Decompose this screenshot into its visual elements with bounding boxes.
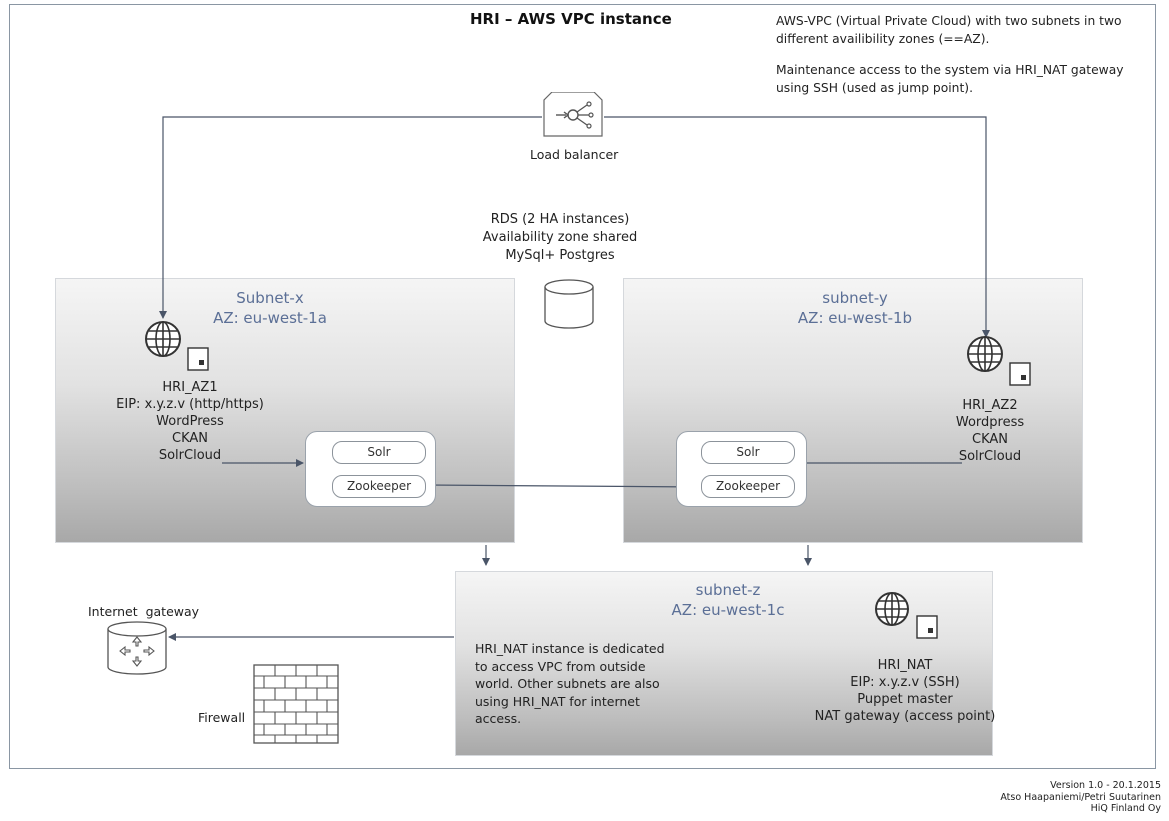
lb-to-subnet-x-connector	[159, 116, 542, 319]
subnet-z-label: subnet-z AZ: eu-west-1c	[648, 580, 808, 620]
hri-az2-name: HRI_AZ2	[962, 398, 1018, 413]
subnet-z-az: AZ: eu-west-1c	[671, 601, 785, 619]
hri-az1-solrcloud: SolrCloud	[158, 448, 222, 463]
hri-az1-ckan: CKAN	[172, 431, 208, 446]
description-note: AWS-VPC (Virtual Private Cloud) with two…	[776, 13, 1156, 111]
firewall-label: Firewall	[198, 710, 246, 725]
load-balancer-icon	[543, 92, 603, 137]
subnet-x-web-server-icon	[145, 321, 209, 371]
subnet-x-az: AZ: eu-west-1a	[213, 309, 327, 327]
hri-nat-puppet: Puppet master	[857, 692, 953, 707]
rds-line-2: Availability zone shared	[482, 230, 638, 245]
version-line: Version 1.0 - 20.1.2015	[1050, 780, 1161, 791]
zookeeper-link-connector	[425, 481, 701, 491]
subnet-x-name: Subnet-x	[236, 289, 304, 307]
load-balancer-label: Load balancer	[530, 147, 619, 162]
rds-line-1: RDS (2 HA instances)	[490, 212, 630, 227]
subnet-y-name: subnet-y	[822, 289, 888, 307]
rds-line-3: MySql+ Postgres	[505, 248, 615, 263]
subnet-x-area	[55, 278, 515, 543]
hri-nat-name: HRI_NAT	[877, 658, 933, 673]
company-line: HiQ Finland Oy	[1090, 803, 1161, 814]
rds-label: RDS (2 HA instances) Availability zone s…	[470, 211, 650, 265]
subnet-z-web-server-icon	[875, 592, 938, 639]
description-line-1: AWS-VPC (Virtual Private Cloud) with two…	[776, 14, 1122, 46]
version-info: Version 1.0 - 20.1.2015 Atso Haapaniemi/…	[1000, 780, 1161, 815]
hri-az1-eip: EIP: x.y.z.v (http/https)	[116, 397, 264, 412]
internet-gateway-icon	[107, 621, 167, 675]
subnet-y-zookeeper-node: Zookeeper	[701, 475, 795, 498]
authors-line: Atso Haapaniemi/Petri Suutarinen	[1000, 791, 1161, 803]
hri-az1-name: HRI_AZ1	[162, 380, 218, 395]
database-icon	[544, 279, 594, 329]
internet-gateway-label: Internet gateway	[88, 604, 200, 619]
subnet-y-instance: HRI_AZ2 Wordpress CKAN SolrCloud	[920, 397, 1060, 465]
subnet-x-instance: HRI_AZ1 EIP: x.y.z.v (http/https) WordPr…	[70, 379, 310, 464]
hri-az1-wordpress: WordPress	[156, 414, 224, 429]
subnet-y-web-server-icon	[967, 336, 1031, 386]
hri-nat-gateway: NAT gateway (access point)	[814, 709, 996, 724]
lb-to-subnet-y-connector	[604, 116, 990, 338]
description-line-2: Maintenance access to the system via HRI…	[776, 63, 1124, 95]
subnet-x-zookeeper-node: Zookeeper	[332, 475, 426, 498]
subnet-y-label: subnet-y AZ: eu-west-1b	[775, 288, 935, 328]
subnet-z-name: subnet-z	[695, 581, 761, 599]
diagram-title: HRI – AWS VPC instance	[470, 10, 672, 28]
hri-nat-eip: EIP: x.y.z.v (SSH)	[850, 675, 960, 690]
vpc-frame	[9, 4, 1156, 769]
subnet-y-az: AZ: eu-west-1b	[797, 309, 913, 327]
subnet-x-label: Subnet-x AZ: eu-west-1a	[190, 288, 350, 328]
hri-az2-solrcloud: SolrCloud	[958, 449, 1022, 464]
subnet-x-solr-node: Solr	[332, 441, 426, 464]
firewall-icon	[253, 664, 339, 744]
subnet-z-instance: HRI_NAT EIP: x.y.z.v (SSH) Puppet master…	[800, 657, 1010, 725]
subnet-x-solr-cluster: Solr Zookeeper	[305, 431, 436, 507]
hri-nat-note: HRI_NAT instance is dedicated to access …	[475, 641, 665, 726]
subnet-y-solr-cluster: Solr Zookeeper	[676, 431, 807, 507]
subnet-y-solr-node: Solr	[701, 441, 795, 464]
hri-az2-wordpress: Wordpress	[955, 415, 1025, 430]
hri-az2-ckan: CKAN	[972, 432, 1008, 447]
